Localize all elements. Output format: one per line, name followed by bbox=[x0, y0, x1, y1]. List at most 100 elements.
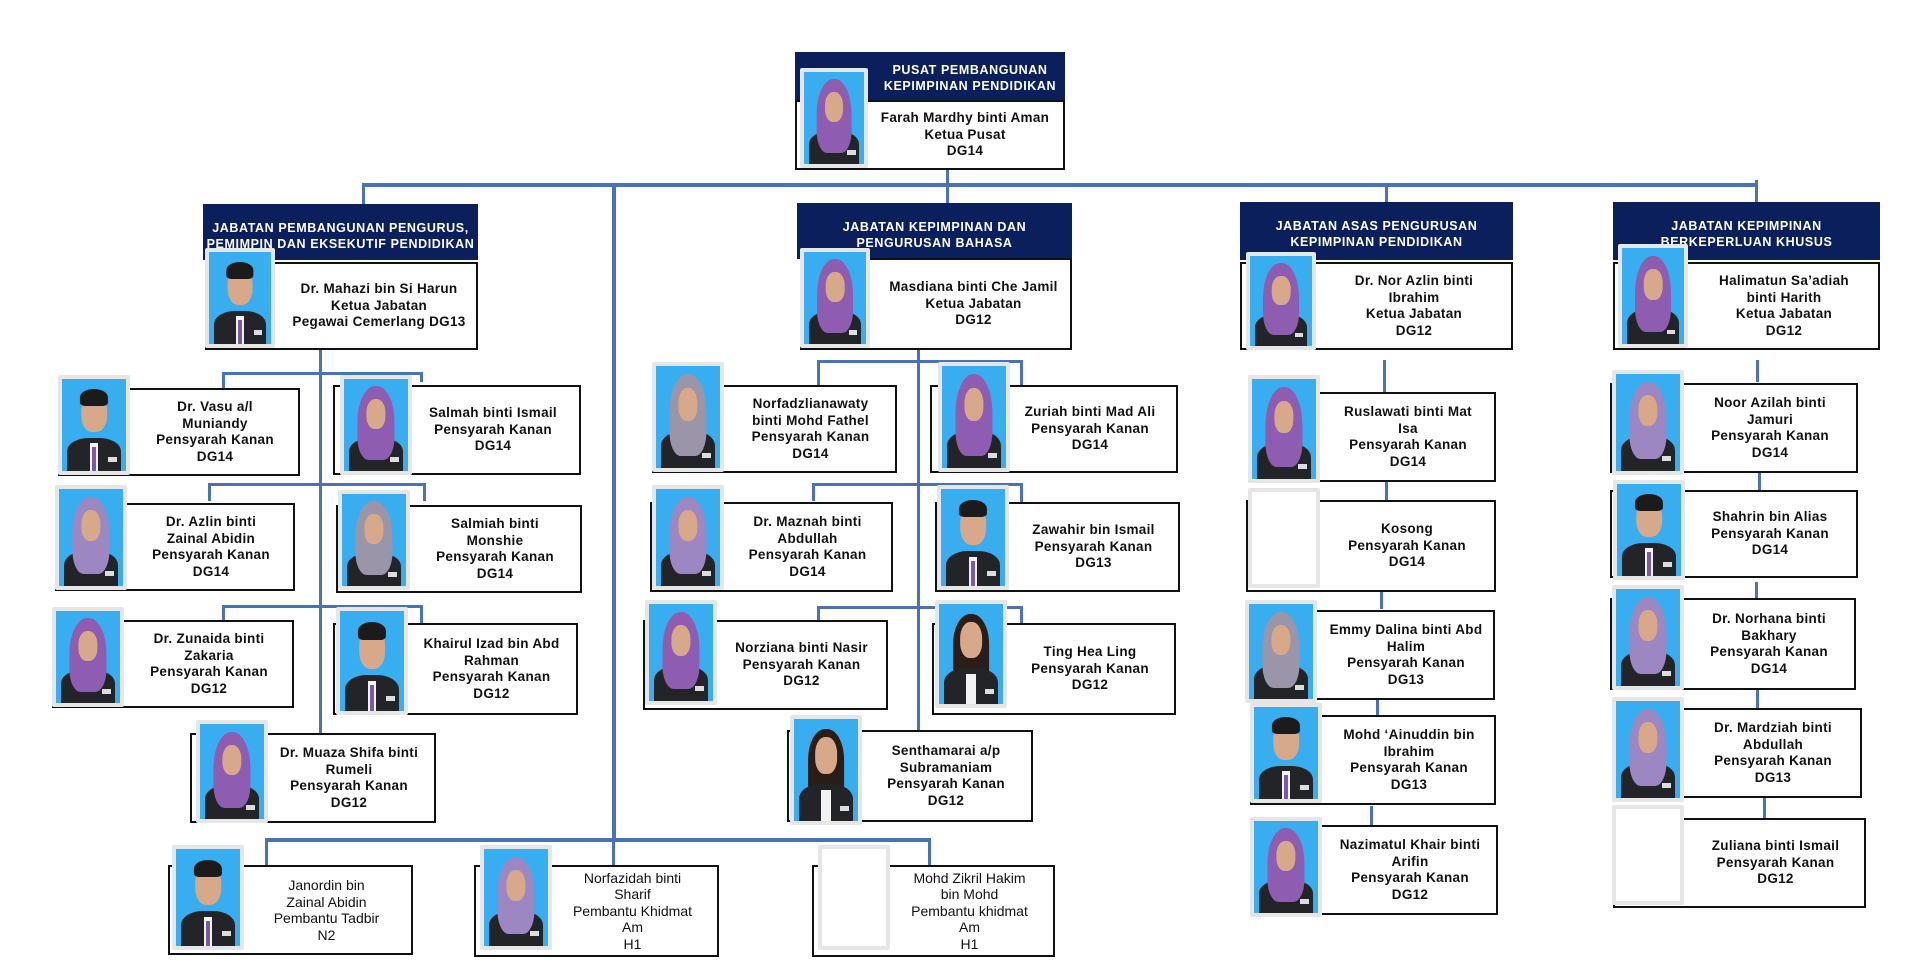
connector bbox=[1385, 480, 1388, 502]
staff-photo bbox=[1613, 480, 1685, 580]
position-label: Zainal Abidin bbox=[166, 530, 256, 546]
staff-photo bbox=[938, 362, 1010, 472]
position-label: Pensyarah Kanan bbox=[156, 432, 274, 447]
staff-photo bbox=[800, 248, 870, 348]
person-name: Ting Hea Ling bbox=[1043, 644, 1137, 660]
unit-title-line: PEMIMPIN DAN EKSEKUTIF PENDIDIKAN bbox=[206, 237, 475, 251]
position-label: Pensyarah Kanan bbox=[150, 664, 268, 679]
grade-label: DG12 bbox=[330, 794, 368, 810]
position-label: Ketua Pusat bbox=[924, 126, 1006, 142]
grade-label: DG13 bbox=[1387, 671, 1425, 687]
connector-dept2-trunk bbox=[917, 350, 920, 740]
person-name: Emmy Dalina binti Abd bbox=[1329, 622, 1483, 637]
position-label: Rahman bbox=[463, 652, 520, 668]
position-label: Ketua Jabatan bbox=[925, 295, 1022, 311]
position-label: binti Mohd Fathel bbox=[752, 412, 869, 428]
position-label: Arifin bbox=[1391, 853, 1429, 869]
position-label: Pembantu Tadbir bbox=[273, 910, 380, 926]
connector-dept1-row3 bbox=[222, 605, 422, 608]
person-name: Norfadzlianawaty bbox=[752, 396, 869, 411]
person-name: Nazimatul Khair binti bbox=[1339, 837, 1481, 852]
connector bbox=[1383, 360, 1386, 392]
person-name: Dr. Mardziah binti bbox=[1714, 720, 1832, 735]
position-label: Bakhary bbox=[1741, 627, 1797, 643]
staff-photo bbox=[1612, 697, 1684, 802]
grade-label: DG14 bbox=[1751, 542, 1789, 558]
staff-photo bbox=[652, 362, 724, 472]
grade-label: DG12 bbox=[1765, 322, 1803, 338]
position-label: Pensyarah Kanan bbox=[1031, 420, 1149, 436]
grade-label: DG14 bbox=[946, 143, 984, 159]
grade-label: DG14 bbox=[476, 565, 514, 581]
position-label: Pembantu Khidmat bbox=[572, 902, 693, 919]
connector-support-trunk bbox=[612, 185, 616, 840]
staff-photo bbox=[790, 715, 862, 825]
person-name: Ruslawati binti Mat bbox=[1344, 404, 1472, 419]
grade-label: DG13 bbox=[1754, 769, 1792, 785]
connector-dept1-row1 bbox=[222, 372, 422, 375]
person-name: Janordin bin bbox=[288, 877, 365, 893]
person-name: Norziana binti Nasir bbox=[735, 640, 868, 656]
person-name: Dr. Maznah binti bbox=[753, 514, 862, 529]
unit-title-line: PENGURUSAN BAHASA bbox=[856, 236, 1013, 250]
person-name: Farah Mardhy binti Aman bbox=[880, 110, 1050, 126]
position-label: Pensyarah Kanan bbox=[1350, 760, 1468, 775]
position-label: Pensyarah Kanan bbox=[1349, 437, 1467, 452]
position-label: Pensyarah Kanan bbox=[432, 669, 551, 684]
connector-dept3-drop bbox=[1385, 183, 1388, 203]
connector bbox=[420, 372, 423, 382]
position-label: Pensyarah Kanan bbox=[1711, 525, 1829, 541]
staff-photo bbox=[1248, 375, 1320, 483]
grade-label: DG12 bbox=[1391, 886, 1429, 902]
staff-photo bbox=[645, 600, 717, 705]
staff-photo bbox=[937, 485, 1009, 590]
connector bbox=[1758, 470, 1761, 494]
position-label: Am bbox=[959, 919, 980, 936]
person-name: Salmah binti Ismail bbox=[429, 405, 557, 421]
position-label: Zainal Abidin bbox=[286, 893, 367, 910]
position-label: Ketua Jabatan bbox=[1735, 306, 1833, 321]
staff-photo bbox=[205, 248, 275, 348]
position-label: Rumeli bbox=[325, 761, 373, 777]
connector bbox=[1756, 690, 1759, 714]
staff-photo bbox=[1250, 817, 1322, 917]
connector bbox=[817, 606, 820, 626]
grade-label: DG14 bbox=[1751, 444, 1789, 460]
position-label: Abdullah bbox=[777, 530, 838, 546]
position-label: Ketua Jabatan bbox=[330, 297, 428, 313]
grade-label: DG12 bbox=[1071, 677, 1109, 693]
empty-photo-placeholder bbox=[818, 845, 890, 950]
person-name: Zuriah binti Mad Ali bbox=[1024, 404, 1156, 420]
grade-label: DG12 bbox=[473, 685, 510, 701]
position-label: Pensyarah Kanan bbox=[290, 778, 408, 793]
staff-photo bbox=[338, 490, 410, 590]
position-label: Pensyarah Kanan bbox=[1714, 753, 1832, 768]
staff-photo bbox=[1245, 600, 1317, 703]
connector-support-2 bbox=[612, 838, 615, 870]
grade-label: N2 bbox=[317, 926, 336, 943]
connector-dept1-drop bbox=[362, 185, 365, 205]
position-label: Ibrahim bbox=[1383, 743, 1435, 759]
position-label: Halim bbox=[1386, 638, 1426, 654]
connector-dept2-row3 bbox=[817, 606, 1022, 609]
position-label: Pensyarah Kanan bbox=[1716, 854, 1835, 870]
person-name: Salmiah binti bbox=[451, 516, 539, 531]
person-name: Zuliana binti Ismail bbox=[1711, 838, 1840, 854]
staff-photo bbox=[652, 485, 724, 590]
position-label: Sharif bbox=[614, 886, 651, 903]
position-label: Pembantu khidmat bbox=[911, 902, 1028, 919]
position-label: Pensyarah Kanan bbox=[152, 547, 270, 562]
position-label: bin Mohd bbox=[940, 886, 999, 903]
position-label: Pensyarah Kanan bbox=[1034, 538, 1153, 554]
position-label: Pensyarah Kanan bbox=[748, 547, 867, 562]
position-label: Monshie bbox=[466, 532, 524, 548]
unit-title-line: PUSAT PEMBANGUNAN bbox=[892, 63, 1048, 77]
position-label: Pensyarah Kanan bbox=[742, 656, 861, 672]
grade-label: DG12 bbox=[190, 680, 228, 696]
connector bbox=[420, 605, 423, 630]
position-label: Subramaniam bbox=[899, 759, 993, 775]
connector bbox=[1756, 360, 1759, 382]
